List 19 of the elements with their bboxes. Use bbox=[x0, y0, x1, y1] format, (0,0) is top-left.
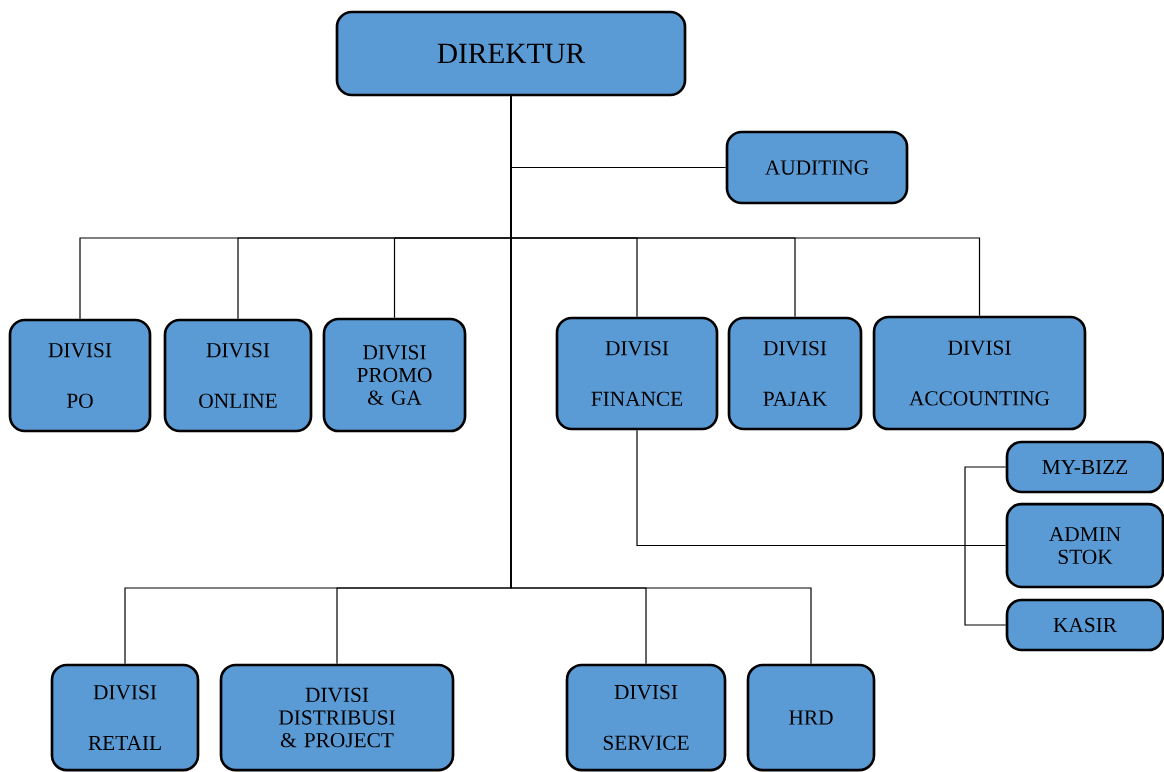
division-box: HRD bbox=[746, 663, 876, 772]
division-box: KASIR bbox=[1005, 598, 1164, 652]
division-box: DIVISI DISTRIBUSI & PROJECT bbox=[219, 663, 455, 772]
division-box: MY-BIZZ bbox=[1005, 440, 1164, 494]
division-box: DIVISI SERVICE bbox=[565, 663, 727, 772]
division-box: ADMIN STOK bbox=[1005, 502, 1164, 589]
division-box: AUDITING bbox=[725, 130, 909, 205]
connector-line bbox=[964, 466, 1007, 547]
division-box: DIVISI PO bbox=[8, 318, 152, 433]
division-box: DIVISI PROMO & GA bbox=[322, 317, 467, 433]
connector-line bbox=[510, 95, 812, 665]
division-box: DIVISI ONLINE bbox=[163, 318, 313, 433]
division-box: DIVISI FINANCE bbox=[555, 316, 719, 431]
division-box: DIVISI PAJAK bbox=[727, 316, 863, 431]
division-box: DIVISI RETAIL bbox=[50, 663, 200, 772]
connector-line bbox=[964, 545, 1007, 626]
connector-line bbox=[636, 429, 1007, 547]
division-box: DIREKTUR bbox=[335, 10, 687, 97]
division-box: DIVISI ACCOUNTING bbox=[872, 315, 1087, 431]
